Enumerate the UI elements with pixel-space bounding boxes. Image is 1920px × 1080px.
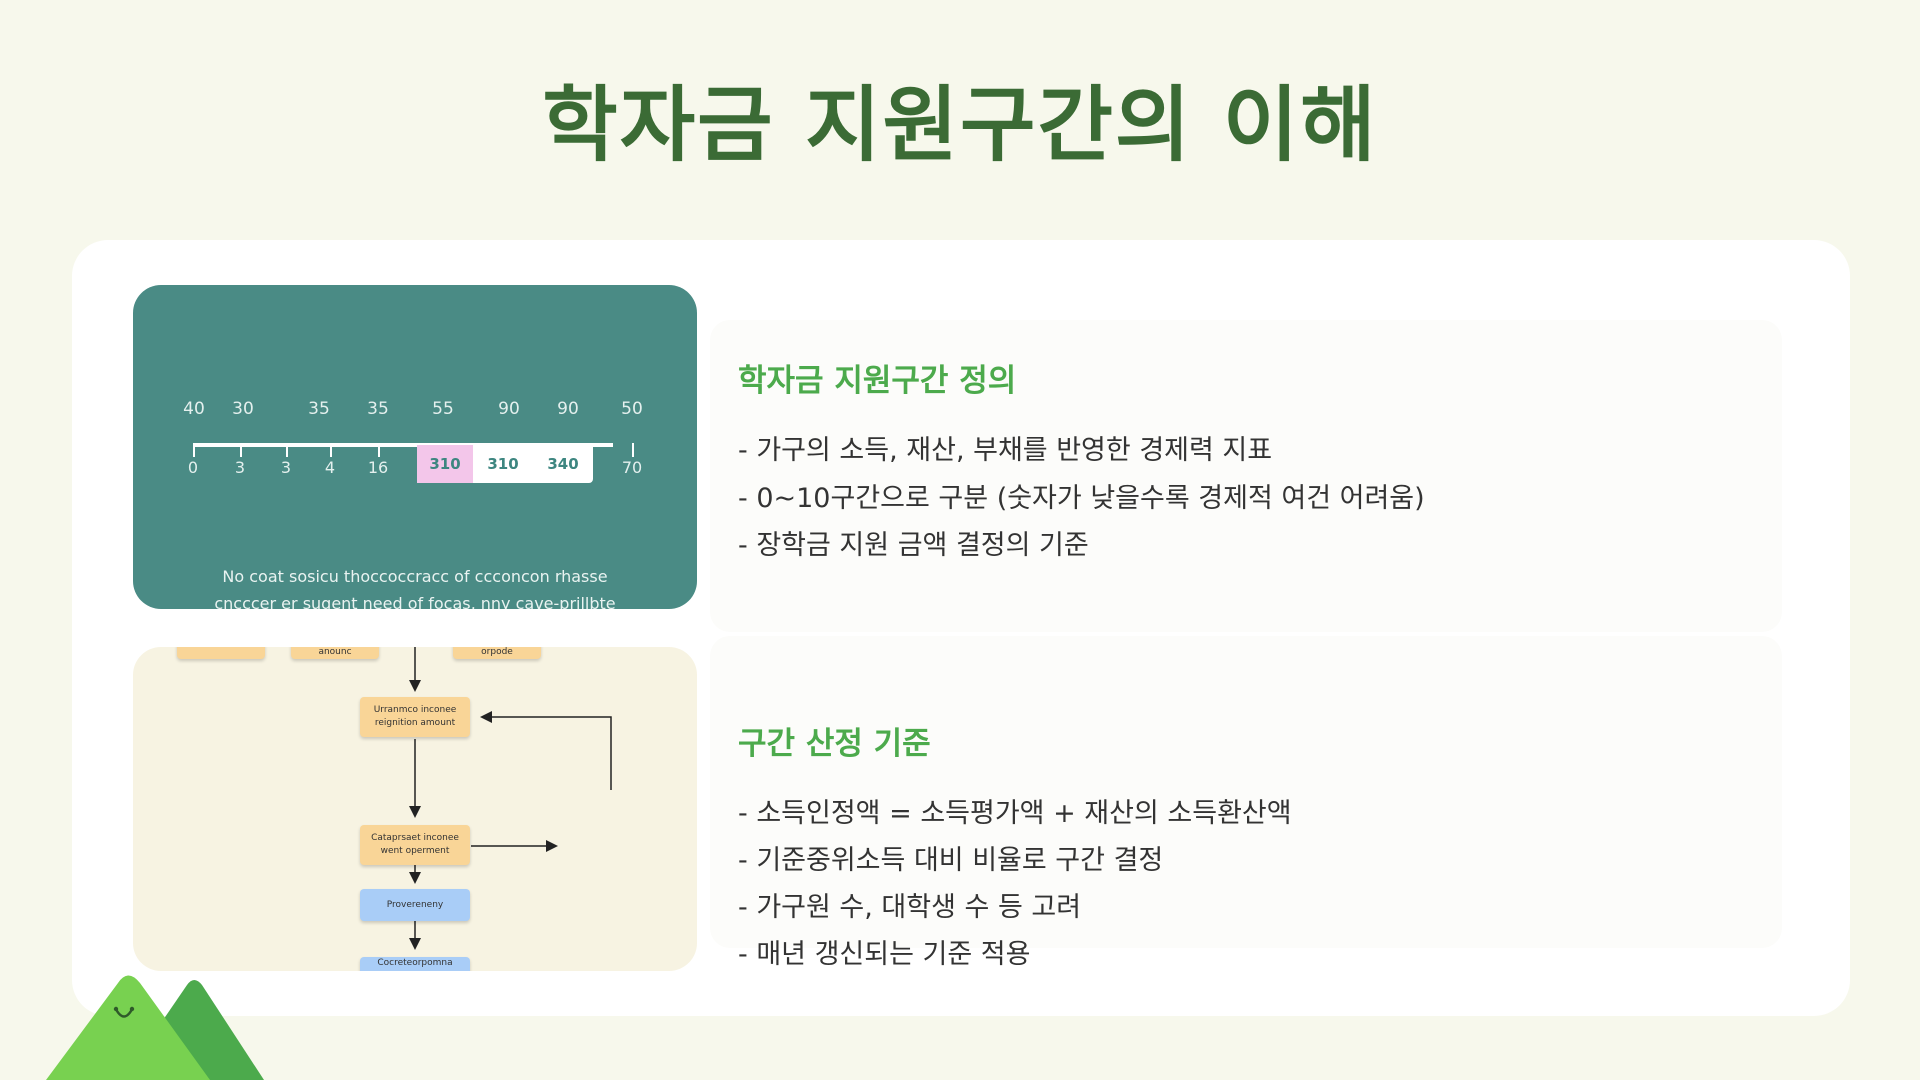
bottom-label: 16 bbox=[367, 458, 389, 477]
flow-box bbox=[177, 647, 265, 659]
bullet-item: - 가구원 수, 대학생 수 등 고려 bbox=[738, 892, 1082, 923]
top-label: 35 bbox=[308, 399, 330, 419]
top-label: 35 bbox=[367, 399, 389, 419]
flow-diagram-image: anounc orpode Urranmco inconee reignitio… bbox=[133, 647, 697, 971]
flow-box: Provereneny bbox=[360, 889, 470, 921]
axis-tick bbox=[193, 443, 195, 457]
section-title-criteria: 구간 산정 기준 bbox=[738, 726, 931, 762]
bullet-item: - 가구의 소득, 재산, 부채를 반영한 경제력 지표 bbox=[738, 435, 1273, 466]
flow-box: Urranmco inconee reignition amount bbox=[360, 697, 470, 737]
value-cell: 340 bbox=[533, 445, 593, 483]
flow-connectors bbox=[409, 647, 612, 950]
axis-tick bbox=[330, 443, 332, 457]
flow-box: Cataprsaet inconee went operment bbox=[360, 825, 470, 865]
axis-tick bbox=[240, 443, 242, 457]
mountain-mascot-icon bbox=[46, 975, 264, 1080]
value-cell: 310 bbox=[473, 445, 533, 483]
highlight-cell: 310 bbox=[417, 445, 473, 483]
flow-box: orpode bbox=[453, 647, 541, 659]
bullet-item: - 0~10구간으로 구분 (숫자가 낮을수록 경제적 여건 어려움) bbox=[738, 483, 1425, 514]
axis-tick bbox=[378, 443, 380, 457]
top-label: 30 bbox=[232, 399, 254, 419]
top-label: 90 bbox=[557, 399, 579, 419]
section-panel bbox=[710, 320, 1782, 632]
flow-box: anounc bbox=[291, 647, 379, 659]
page-title: 학자금 지원구간의 이해 bbox=[542, 78, 1378, 173]
bullet-item: - 매년 갱신되는 기준 적용 bbox=[738, 939, 1031, 970]
bottom-label: 0 bbox=[187, 458, 199, 477]
axis-tick bbox=[286, 443, 288, 457]
caption-line: No coat sosicu thoccoccracc of ccconcon … bbox=[222, 567, 608, 586]
number-line-image: 40 30 35 35 55 90 90 50 0 3 3 4 16 70 31… bbox=[133, 285, 697, 609]
bottom-label: 3 bbox=[234, 458, 246, 477]
bullet-item: - 장학금 지원 금액 결정의 기준 bbox=[738, 530, 1089, 561]
bottom-label: 3 bbox=[280, 458, 292, 477]
top-label: 40 bbox=[183, 399, 205, 419]
section-panel bbox=[710, 636, 1782, 948]
bullet-item: - 소득인정액 = 소득평가액 + 재산의 소득환산액 bbox=[738, 798, 1292, 829]
flow-box: Cocreteorpomna bbox=[360, 957, 470, 971]
number-line-axis bbox=[193, 443, 613, 447]
section-title-definition: 학자금 지원구간 정의 bbox=[738, 363, 1017, 399]
top-label: 90 bbox=[498, 399, 520, 419]
bottom-label: 4 bbox=[324, 458, 336, 477]
top-label: 50 bbox=[621, 399, 643, 419]
bottom-label: 70 bbox=[621, 458, 643, 477]
top-label: 55 bbox=[432, 399, 454, 419]
caption-line: cncccer er sugent need of focas, nny cav… bbox=[214, 594, 616, 609]
bullet-item: - 기준중위소득 대비 비율로 구간 결정 bbox=[738, 845, 1164, 876]
axis-tick bbox=[632, 443, 634, 457]
